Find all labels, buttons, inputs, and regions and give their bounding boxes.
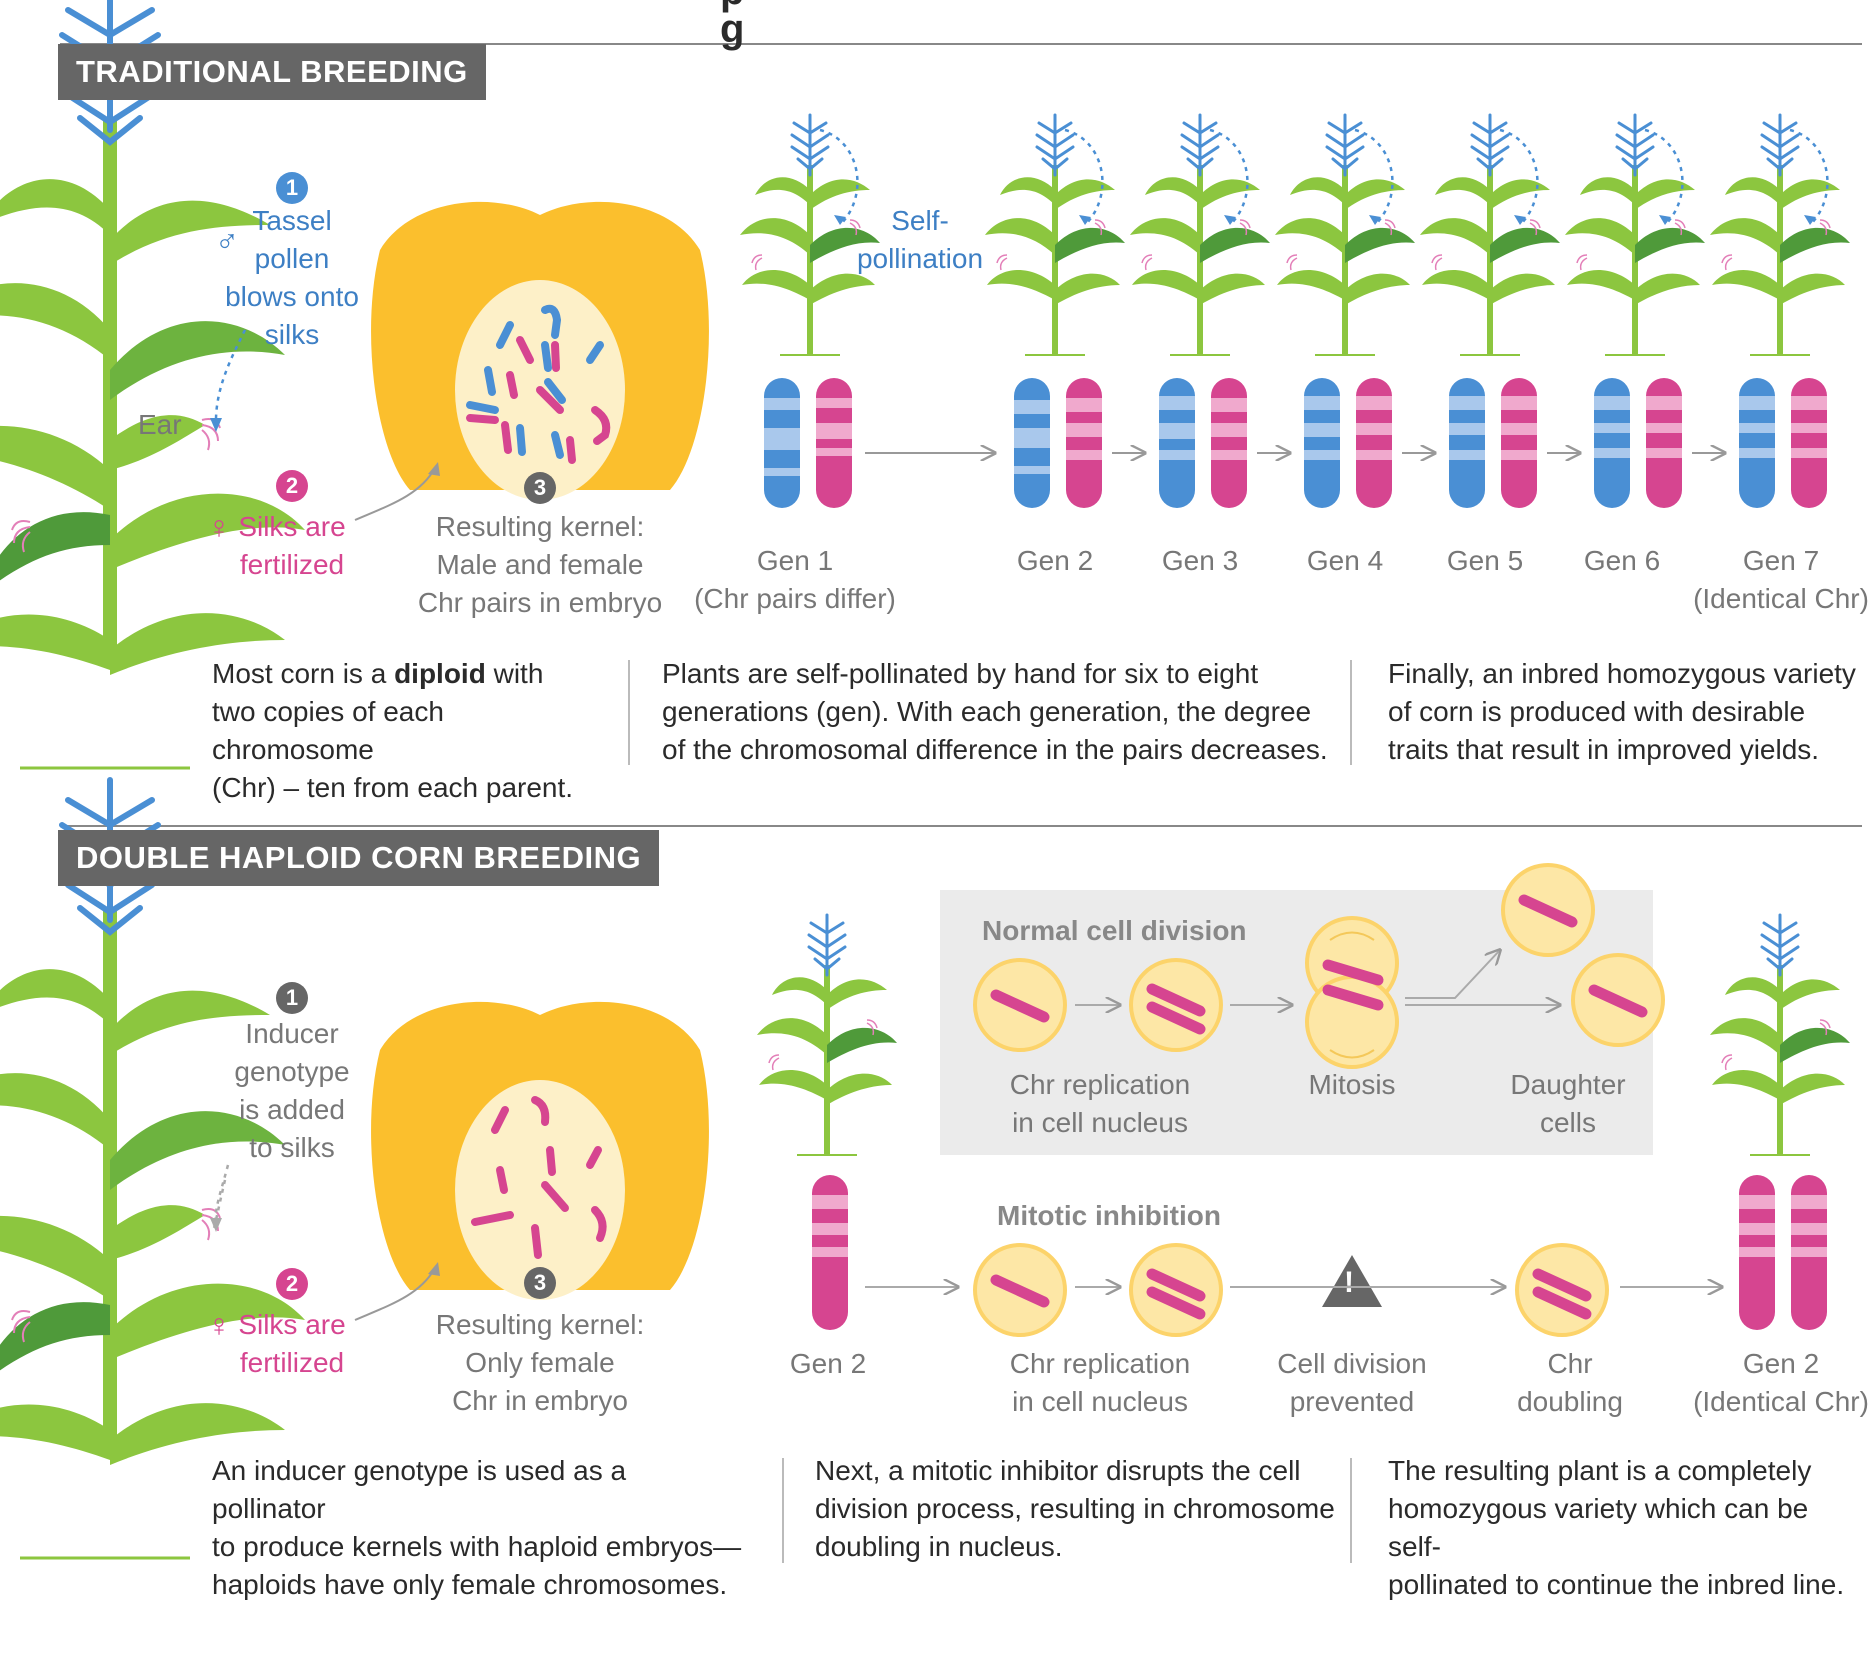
section-header-double-haploid: DOUBLE HAPLOID CORN BREEDING — [58, 830, 660, 886]
double-desc-2: Next, a mitotic inhibitor disrupts the c… — [815, 1455, 1335, 1562]
daughter-cells-label: Daughter cells — [1510, 1069, 1626, 1138]
corn-plant-icon — [0, 780, 305, 1558]
mitotic-inhibition-title: Mitotic inhibition — [997, 1200, 1221, 1231]
self-pollination-label: Self- pollination — [856, 205, 984, 274]
female-symbol-icon: ♀ — [207, 509, 231, 545]
gen-2-right-label: Gen 2 (Identical Chr) — [1693, 1348, 1869, 1417]
traditional-desc-3: Finally, an inbred homozygous variety of… — [1388, 658, 1856, 765]
gen-5-label: Gen 5 — [1446, 545, 1524, 576]
ear-label: Ear — [138, 409, 182, 440]
divider — [628, 660, 630, 765]
double-desc-1: An inducer genotype is used as a pollina… — [212, 1455, 742, 1600]
kernel-icon — [371, 201, 709, 500]
normal-division-title: Normal cell division — [982, 915, 1247, 946]
gen-2-label: Gen 2 — [1016, 545, 1094, 576]
gen-2-left-label: Gen 2 — [789, 1348, 867, 1379]
traditional-desc-2: Plants are self-pollinated by hand for s… — [662, 658, 1328, 765]
double-desc-3: The resulting plant is a completely homo… — [1388, 1455, 1845, 1600]
male-symbol-icon: ♂ — [215, 223, 239, 259]
divider — [1350, 660, 1352, 765]
warning-mark: ! — [1344, 1266, 1354, 1299]
inducer-text: Inducer genotype is added to silks — [234, 1018, 350, 1163]
gen-6-label: Gen 6 — [1583, 545, 1661, 576]
step-1-text: Tassel pollen blows onto silks — [225, 205, 359, 350]
step-2-text: Silks are fertilized — [238, 1309, 346, 1378]
gen-4-label: Gen 4 — [1306, 545, 1384, 576]
division-prevented-label: Cell division prevented — [1277, 1348, 1427, 1417]
gen-1-label: Gen 1 (Chr pairs differ) — [694, 545, 896, 614]
chr-doubling-label: Chr doubling — [1517, 1348, 1623, 1417]
step-2-badge: 2 — [276, 470, 308, 502]
section-header-traditional: TRADITIONAL BREEDING — [58, 44, 486, 100]
title-fragment: p g — [720, 0, 1125, 51]
gen-3-label: Gen 3 — [1161, 545, 1239, 576]
corn-plant-icon — [0, 0, 305, 768]
normal-replication-label: Chr replication in cell nucleus — [1009, 1069, 1191, 1138]
kernel-caption: Resulting kernel: Only female Chr in emb… — [435, 1309, 645, 1416]
step-3-badge: 3 — [533, 1270, 547, 1295]
step-2-badge: 2 — [276, 1268, 308, 1300]
gen-7-label: Gen 7 (Identical Chr) — [1693, 545, 1869, 614]
kernel-caption: Resulting kernel: Male and female Chr pa… — [417, 511, 663, 618]
mitosis-label: Mitosis — [1308, 1069, 1396, 1100]
divider — [1350, 1458, 1352, 1563]
female-symbol-icon: ♀ — [207, 1307, 231, 1343]
step-2-text: Silks are fertilized — [238, 511, 346, 580]
warning-icon — [1322, 1255, 1382, 1307]
chromosome-pairs — [764, 378, 1827, 508]
divider — [782, 1458, 784, 1563]
step-1-badge: 1 — [276, 172, 308, 204]
step-3-badge: 3 — [533, 475, 547, 500]
step-1-badge: 1 — [276, 982, 308, 1014]
inhib-replication-label: Chr replication in cell nucleus — [1009, 1348, 1191, 1417]
traditional-desc-1: Most corn is a diploid with two copies o… — [212, 658, 574, 803]
